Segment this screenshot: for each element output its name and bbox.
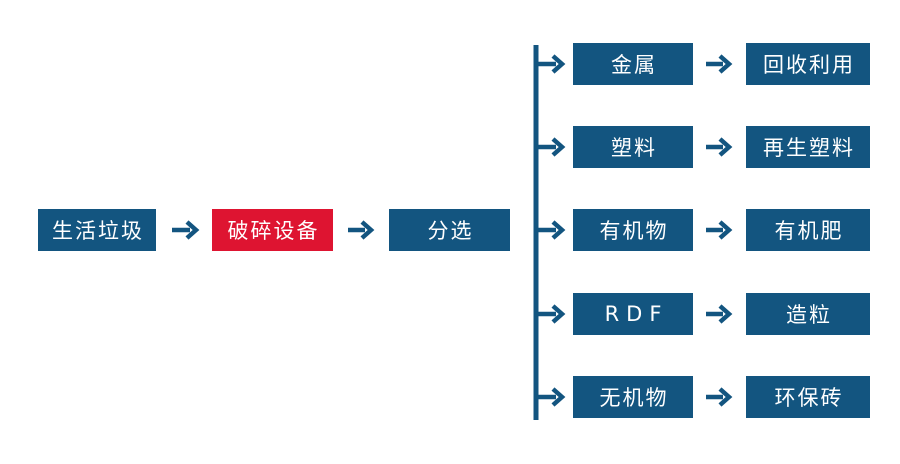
- flow-arrow-crusher-to-sorting: [348, 220, 375, 240]
- branch-source-inorganic: 无机物: [573, 376, 693, 418]
- branch-arrow-organic-to-fertilizer: [706, 220, 733, 240]
- branch-arrow-trunk-inorganic: [535, 387, 566, 407]
- branch-arrow-trunk-plastic: [535, 137, 566, 157]
- flow-arrow-waste-to-crusher: [172, 220, 200, 240]
- branch-arrow-trunk-rdf: [535, 304, 566, 324]
- branch-arrow-trunk-organic: [535, 220, 566, 240]
- branch-result-organic-fertilizer: 有机肥: [746, 209, 870, 251]
- branch-source-metal: 金属: [573, 43, 693, 85]
- branch-result-recycling: 回收利用: [746, 43, 870, 85]
- branch-arrow-metal-to-recycling: [706, 54, 733, 74]
- node-crushing-equipment: 破碎设备: [212, 209, 333, 251]
- node-household-waste: 生活垃圾: [38, 209, 156, 251]
- branch-result-granulation: 造粒: [746, 293, 870, 335]
- node-sorting: 分选: [389, 209, 510, 251]
- branch-source-plastic: 塑料: [573, 126, 693, 168]
- branch-arrow-inorganic-to-brick: [706, 387, 733, 407]
- branch-arrow-trunk-metal: [535, 54, 566, 74]
- branch-result-eco-brick: 环保砖: [746, 376, 870, 418]
- branch-result-recycled-plastic: 再生塑料: [746, 126, 870, 168]
- branch-arrow-rdf-to-granulation: [706, 304, 733, 324]
- branch-source-rdf: RDF: [573, 293, 693, 335]
- branch-source-organic: 有机物: [573, 209, 693, 251]
- branch-arrow-plastic-to-recycled-plastic: [706, 137, 733, 157]
